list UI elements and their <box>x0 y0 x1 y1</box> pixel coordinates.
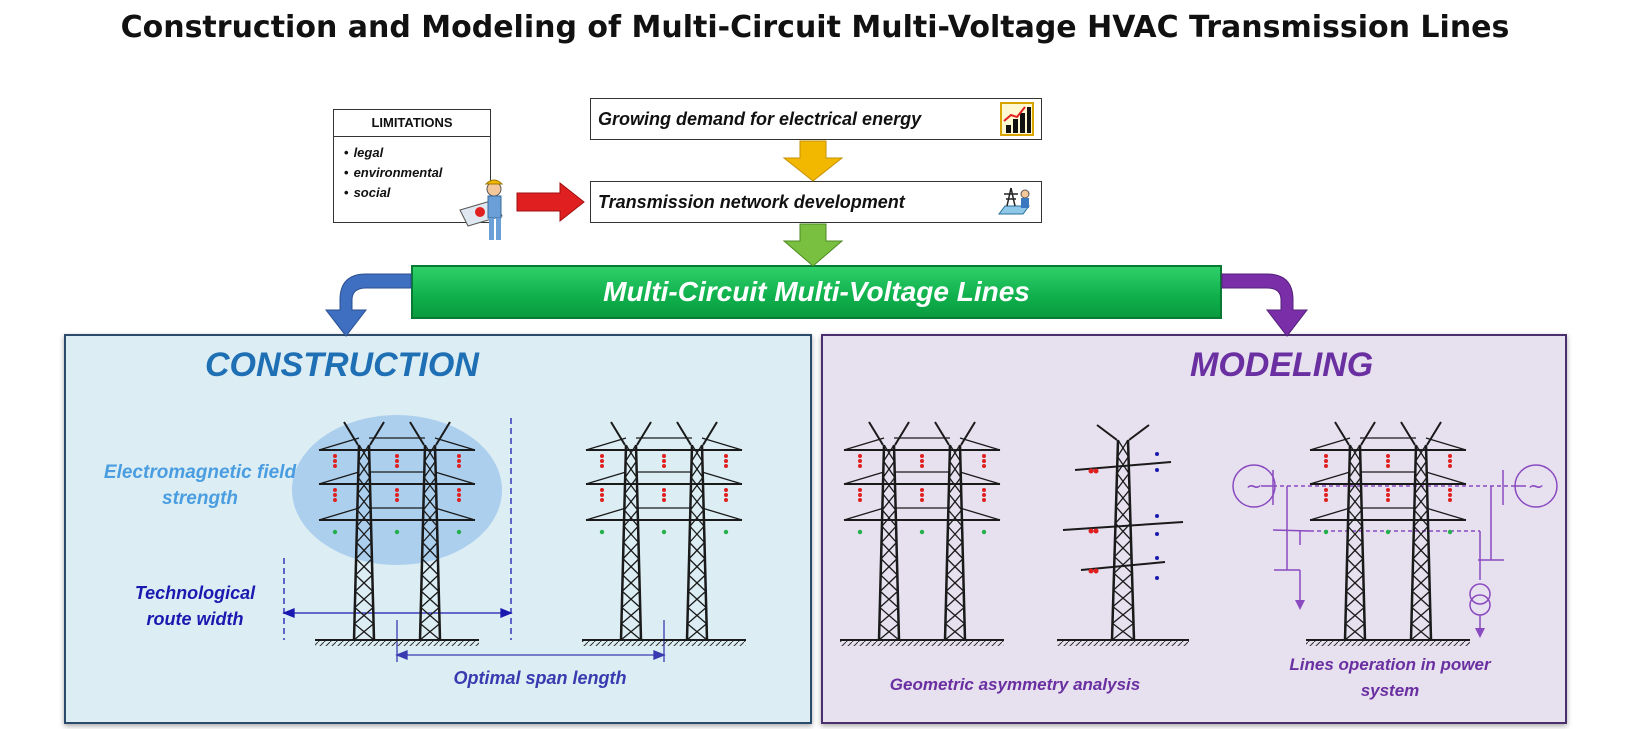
limitation-item: legal <box>344 143 490 163</box>
asymmetry-label: Geometric asymmetry analysis <box>889 675 1141 694</box>
limitations-box: LIMITATIONS legal environmental social <box>333 109 491 223</box>
limitation-item: social <box>344 183 490 203</box>
generator-right-icon <box>1514 464 1558 508</box>
modeling-panel <box>821 334 1567 724</box>
development-box: Transmission network development <box>590 181 1042 223</box>
multi-circuit-bar: Multi-Circuit Multi-Voltage Lines <box>411 265 1222 319</box>
page-title: Construction and Modeling of Multi-Circu… <box>120 10 1510 45</box>
limitations-list: legal environmental social <box>334 137 490 203</box>
tower-modeling-single <box>1057 424 1189 646</box>
tower-modeling-2 <box>1306 421 1470 646</box>
span-length-label: Optimal span length <box>453 668 627 688</box>
circuit-arrowheads <box>1295 600 1485 638</box>
operation-label: Lines operation in power system <box>1289 655 1491 700</box>
limitation-right-arrow <box>516 181 585 223</box>
generator-left-symbol: ~ <box>1246 474 1263 498</box>
modeling-title: MODELING <box>1190 346 1374 384</box>
limitations-heading: LIMITATIONS <box>334 110 490 137</box>
modeling-curved-arrow <box>1221 273 1309 337</box>
engineer-icon <box>459 179 504 240</box>
development-down-arrow <box>782 223 844 267</box>
demand-down-arrow <box>782 140 844 182</box>
bar-chart-icon <box>1000 102 1034 136</box>
towers-layer <box>315 421 1470 646</box>
network-engineer-icon <box>998 187 1030 215</box>
tower-modeling-1 <box>840 421 1004 646</box>
construction-title: CONSTRUCTION <box>205 346 479 384</box>
tower-construction-1 <box>315 421 479 646</box>
field-strength-label: Electromagnetic field strength <box>103 462 297 509</box>
demand-label: Growing demand for electrical energy <box>598 109 922 129</box>
route-width-dimension <box>282 418 513 640</box>
tower-construction-2 <box>582 421 746 646</box>
construction-curved-arrow <box>324 273 412 337</box>
span-length-dimension <box>395 620 666 662</box>
demand-box: Growing demand for electrical energy <box>590 98 1042 140</box>
generator-right-symbol: ~ <box>1528 474 1545 498</box>
development-label: Transmission network development <box>598 192 905 212</box>
generator-left-icon <box>1232 464 1276 508</box>
route-width-label: Technological route width <box>134 583 256 629</box>
limitation-item: environmental <box>344 163 490 183</box>
